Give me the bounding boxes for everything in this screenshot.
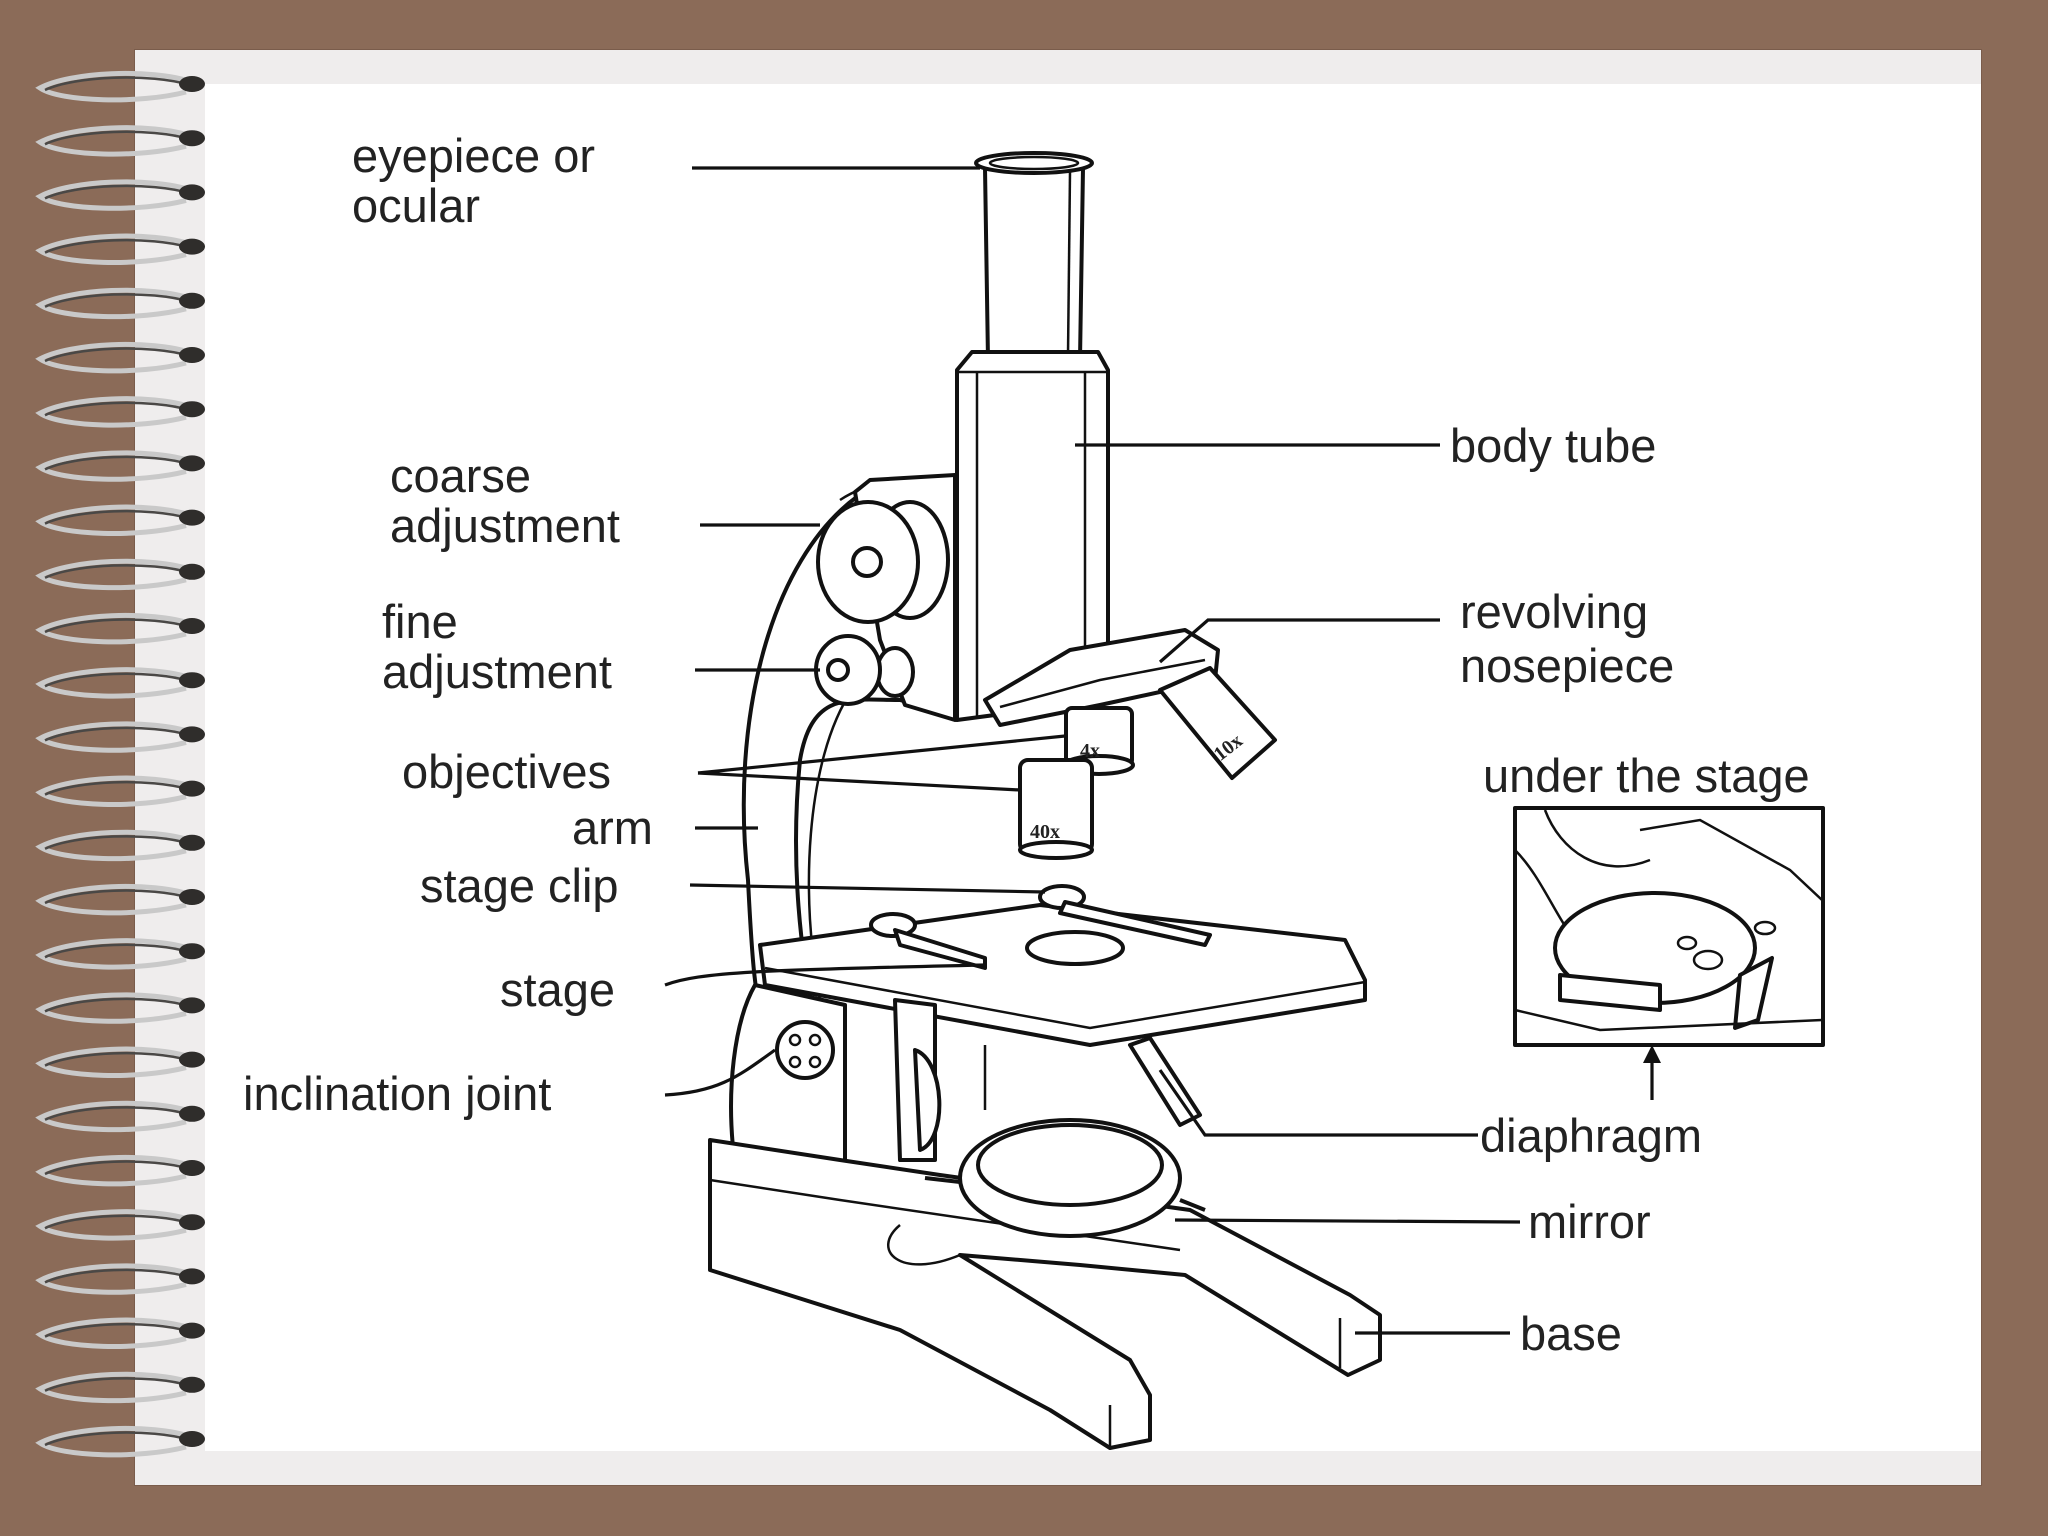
label-fine-line2: adjustment xyxy=(382,645,612,698)
spiral-ring xyxy=(35,179,205,211)
label-fine-line1: fine xyxy=(382,595,458,648)
label-coarse-line1: coarse xyxy=(390,449,531,502)
label-nosepiece-line2: nosepiece xyxy=(1460,639,1674,692)
label-objectives: objectives xyxy=(402,745,611,798)
spiral-ring xyxy=(35,883,205,916)
spiral-ring xyxy=(35,775,205,807)
spiral-ring xyxy=(35,125,205,157)
body-tube-shape xyxy=(955,350,1110,722)
spiral-ring xyxy=(35,1317,205,1349)
inclination-joint-housing xyxy=(729,983,847,1172)
spiral-ring xyxy=(35,558,205,591)
spiral-ring xyxy=(35,341,205,374)
spiral-binding-icon xyxy=(35,70,205,1458)
spiral-ring xyxy=(35,450,205,482)
spiral-ring xyxy=(35,1209,205,1241)
label-stage: stage xyxy=(500,963,615,1016)
arrow-up-icon xyxy=(1643,1045,1661,1100)
slide-top-border xyxy=(135,50,1981,84)
base-shape xyxy=(708,1138,1382,1450)
spiral-ring xyxy=(35,1425,205,1458)
objective-40x: 40x xyxy=(1018,758,1094,860)
leader-lines xyxy=(664,166,1521,1335)
spiral-ring xyxy=(35,829,205,862)
objective-4x-label: 4x xyxy=(1080,740,1100,762)
spiral-ring xyxy=(35,721,205,753)
under-stage-inset xyxy=(1513,806,1825,1047)
spiral-ring xyxy=(35,1154,205,1187)
label-base: base xyxy=(1520,1307,1622,1360)
slide-bottom-border xyxy=(135,1451,1981,1485)
spiral-ring xyxy=(35,287,205,320)
label-inclination-joint: inclination joint xyxy=(243,1067,551,1120)
label-mirror: mirror xyxy=(1528,1195,1651,1248)
spiral-ring xyxy=(35,1263,205,1295)
spiral-ring xyxy=(35,1371,205,1404)
label-nosepiece-line1: revolving xyxy=(1460,585,1648,638)
diagram-labels: eyepiece or ocular body tube coarse adju… xyxy=(243,129,1810,1360)
coarse-adjustment-knob xyxy=(816,500,950,624)
spiral-ring xyxy=(35,1046,205,1078)
stage-shape xyxy=(758,903,1367,1047)
spiral-ring xyxy=(35,992,205,1024)
spiral-ring xyxy=(35,504,205,536)
stage-clip-left xyxy=(869,912,987,970)
objective-40x-label: 40x xyxy=(1030,821,1060,843)
label-coarse-line2: adjustment xyxy=(390,499,620,552)
spiral-ring xyxy=(35,233,205,265)
label-body-tube: body tube xyxy=(1450,419,1656,472)
label-eyepiece-line1: eyepiece or xyxy=(352,129,595,182)
inclination-joint-knob xyxy=(775,1020,835,1080)
nosepiece-shape xyxy=(983,628,1220,727)
label-diaphragm: diaphragm xyxy=(1480,1109,1702,1162)
spiral-ring xyxy=(35,1100,205,1133)
label-stage-clip: stage clip xyxy=(420,859,619,912)
mirror-shape xyxy=(924,1118,1206,1238)
microscope-illustration: 4x 10x 40x xyxy=(708,151,1382,1450)
label-eyepiece-line2: ocular xyxy=(352,179,480,232)
spiral-ring xyxy=(35,667,205,699)
label-arm: arm xyxy=(572,801,653,854)
spiral-ring xyxy=(35,612,205,645)
spiral-ring xyxy=(35,938,205,970)
spiral-ring xyxy=(35,396,205,428)
objective-10x: 10x xyxy=(1158,666,1277,780)
label-under-the-stage: under the stage xyxy=(1483,749,1810,802)
stage-clip-right xyxy=(1038,884,1212,947)
spiral-ring xyxy=(35,70,205,103)
